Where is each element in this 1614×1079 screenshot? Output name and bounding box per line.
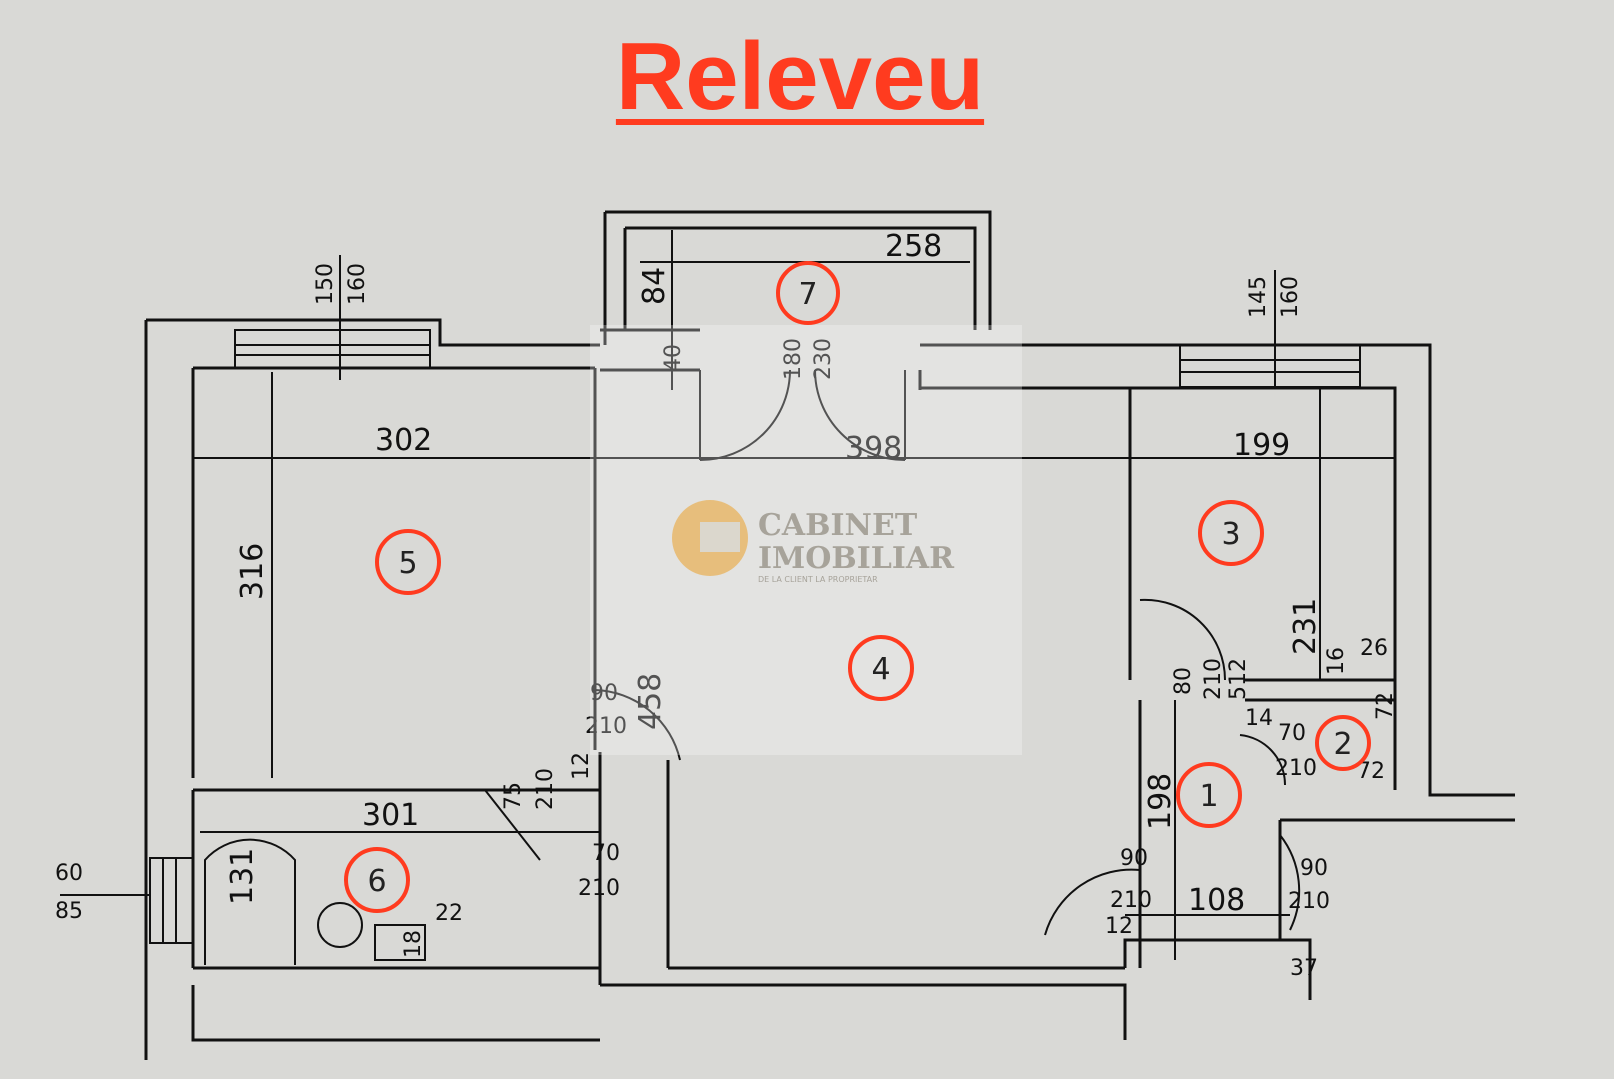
bathroom-fixtures bbox=[204, 838, 426, 965]
room-label-6: 6 bbox=[367, 864, 386, 899]
dim-room3-width: 199 bbox=[1233, 428, 1290, 463]
dim-hall-width: 108 bbox=[1188, 883, 1245, 918]
dim-door6b-h: 210 bbox=[578, 876, 620, 901]
dim-door3-h1: 210 bbox=[1201, 658, 1226, 700]
dim-room4-width: 398 bbox=[845, 431, 902, 466]
dim-door6b-w: 70 bbox=[592, 841, 620, 866]
dim-door-out-h: 210 bbox=[1288, 889, 1330, 914]
dim-door3-h2: 512 bbox=[1226, 658, 1251, 700]
dim-door-entry-gap: 12 bbox=[1105, 914, 1133, 939]
dim-window-right-bottom: 160 bbox=[1278, 276, 1303, 318]
door-swings bbox=[484, 369, 1301, 936]
dim-sink-label: 18 bbox=[401, 930, 426, 958]
watermark-line1: CABINET bbox=[758, 508, 918, 543]
walls bbox=[144, 210, 1515, 1060]
room-label-4: 4 bbox=[871, 652, 890, 687]
dim-door5-w: 90 bbox=[590, 681, 618, 706]
dim-door2-h: 210 bbox=[1275, 756, 1317, 781]
watermark-tagline: DE LA CLIENT LA PROPRIETAR bbox=[758, 575, 878, 584]
toilet-icon bbox=[317, 902, 363, 948]
watermark-line2: IMOBILIAR bbox=[758, 541, 955, 576]
dim-room4-depth: 458 bbox=[633, 673, 668, 730]
dim-small-14: 14 bbox=[1245, 706, 1273, 731]
dim-room3-a: 16 bbox=[1324, 647, 1349, 675]
dim-vent-bottom: 85 bbox=[55, 899, 83, 924]
dim-door6a-w: 75 bbox=[501, 782, 526, 810]
dimension-lines bbox=[60, 230, 1395, 960]
dim-balcony-door-bottom: 230 bbox=[811, 338, 836, 380]
dim-window-right-top: 145 bbox=[1246, 276, 1271, 318]
dim-door5-h: 210 bbox=[585, 714, 627, 739]
dim-balcony-width: 258 bbox=[885, 229, 942, 264]
dim-room5-width: 302 bbox=[375, 423, 432, 458]
dim-hall-depth: 198 bbox=[1143, 773, 1178, 830]
dim-balcony-door-top: 180 bbox=[781, 338, 806, 380]
plan-title: Releveu bbox=[615, 23, 985, 130]
dim-balcony-depth: 84 bbox=[637, 267, 672, 305]
dim-room3-depth: 231 bbox=[1288, 598, 1323, 655]
watermark: CABINET IMOBILIAR DE LA CLIENT LA PROPRI… bbox=[590, 325, 1022, 755]
windows bbox=[149, 329, 1361, 944]
dim-door6a-h: 210 bbox=[533, 768, 558, 810]
dim-room3-b: 26 bbox=[1360, 636, 1388, 661]
room-label-7: 7 bbox=[798, 277, 817, 312]
room-label-2: 2 bbox=[1333, 727, 1352, 762]
dim-balcony-wall: 40 bbox=[661, 344, 686, 372]
dim-door-entry-h: 210 bbox=[1110, 888, 1152, 913]
dim-vent-top: 60 bbox=[55, 861, 83, 886]
dimension-labels: 258 84 40 180 230 150 160 145 160 302 39… bbox=[55, 229, 1398, 981]
room-label-5: 5 bbox=[398, 546, 417, 581]
dim-wall-37: 37 bbox=[1290, 956, 1318, 981]
dim-window-left-bottom: 160 bbox=[345, 263, 370, 305]
dim-bath-depth: 131 bbox=[225, 848, 260, 905]
dim-bath-misc: 22 bbox=[435, 901, 463, 926]
room-markers: 7 5 3 4 2 1 6 bbox=[344, 261, 1371, 913]
dim-door-entry-w: 90 bbox=[1120, 846, 1148, 871]
dim-room5-depth: 316 bbox=[235, 543, 270, 600]
sink-icon bbox=[374, 924, 426, 961]
dim-door6a-gap: 12 bbox=[569, 752, 594, 780]
dim-door2-w: 70 bbox=[1278, 721, 1306, 746]
dim-bath-width: 301 bbox=[362, 798, 419, 833]
dim-room2-a: 72 bbox=[1373, 692, 1398, 720]
room-label-1: 1 bbox=[1199, 779, 1218, 814]
dim-window-left-top: 150 bbox=[313, 263, 338, 305]
room-label-3: 3 bbox=[1221, 517, 1240, 552]
dim-door-out-w: 90 bbox=[1300, 856, 1328, 881]
dim-door3-w: 80 bbox=[1171, 667, 1196, 695]
